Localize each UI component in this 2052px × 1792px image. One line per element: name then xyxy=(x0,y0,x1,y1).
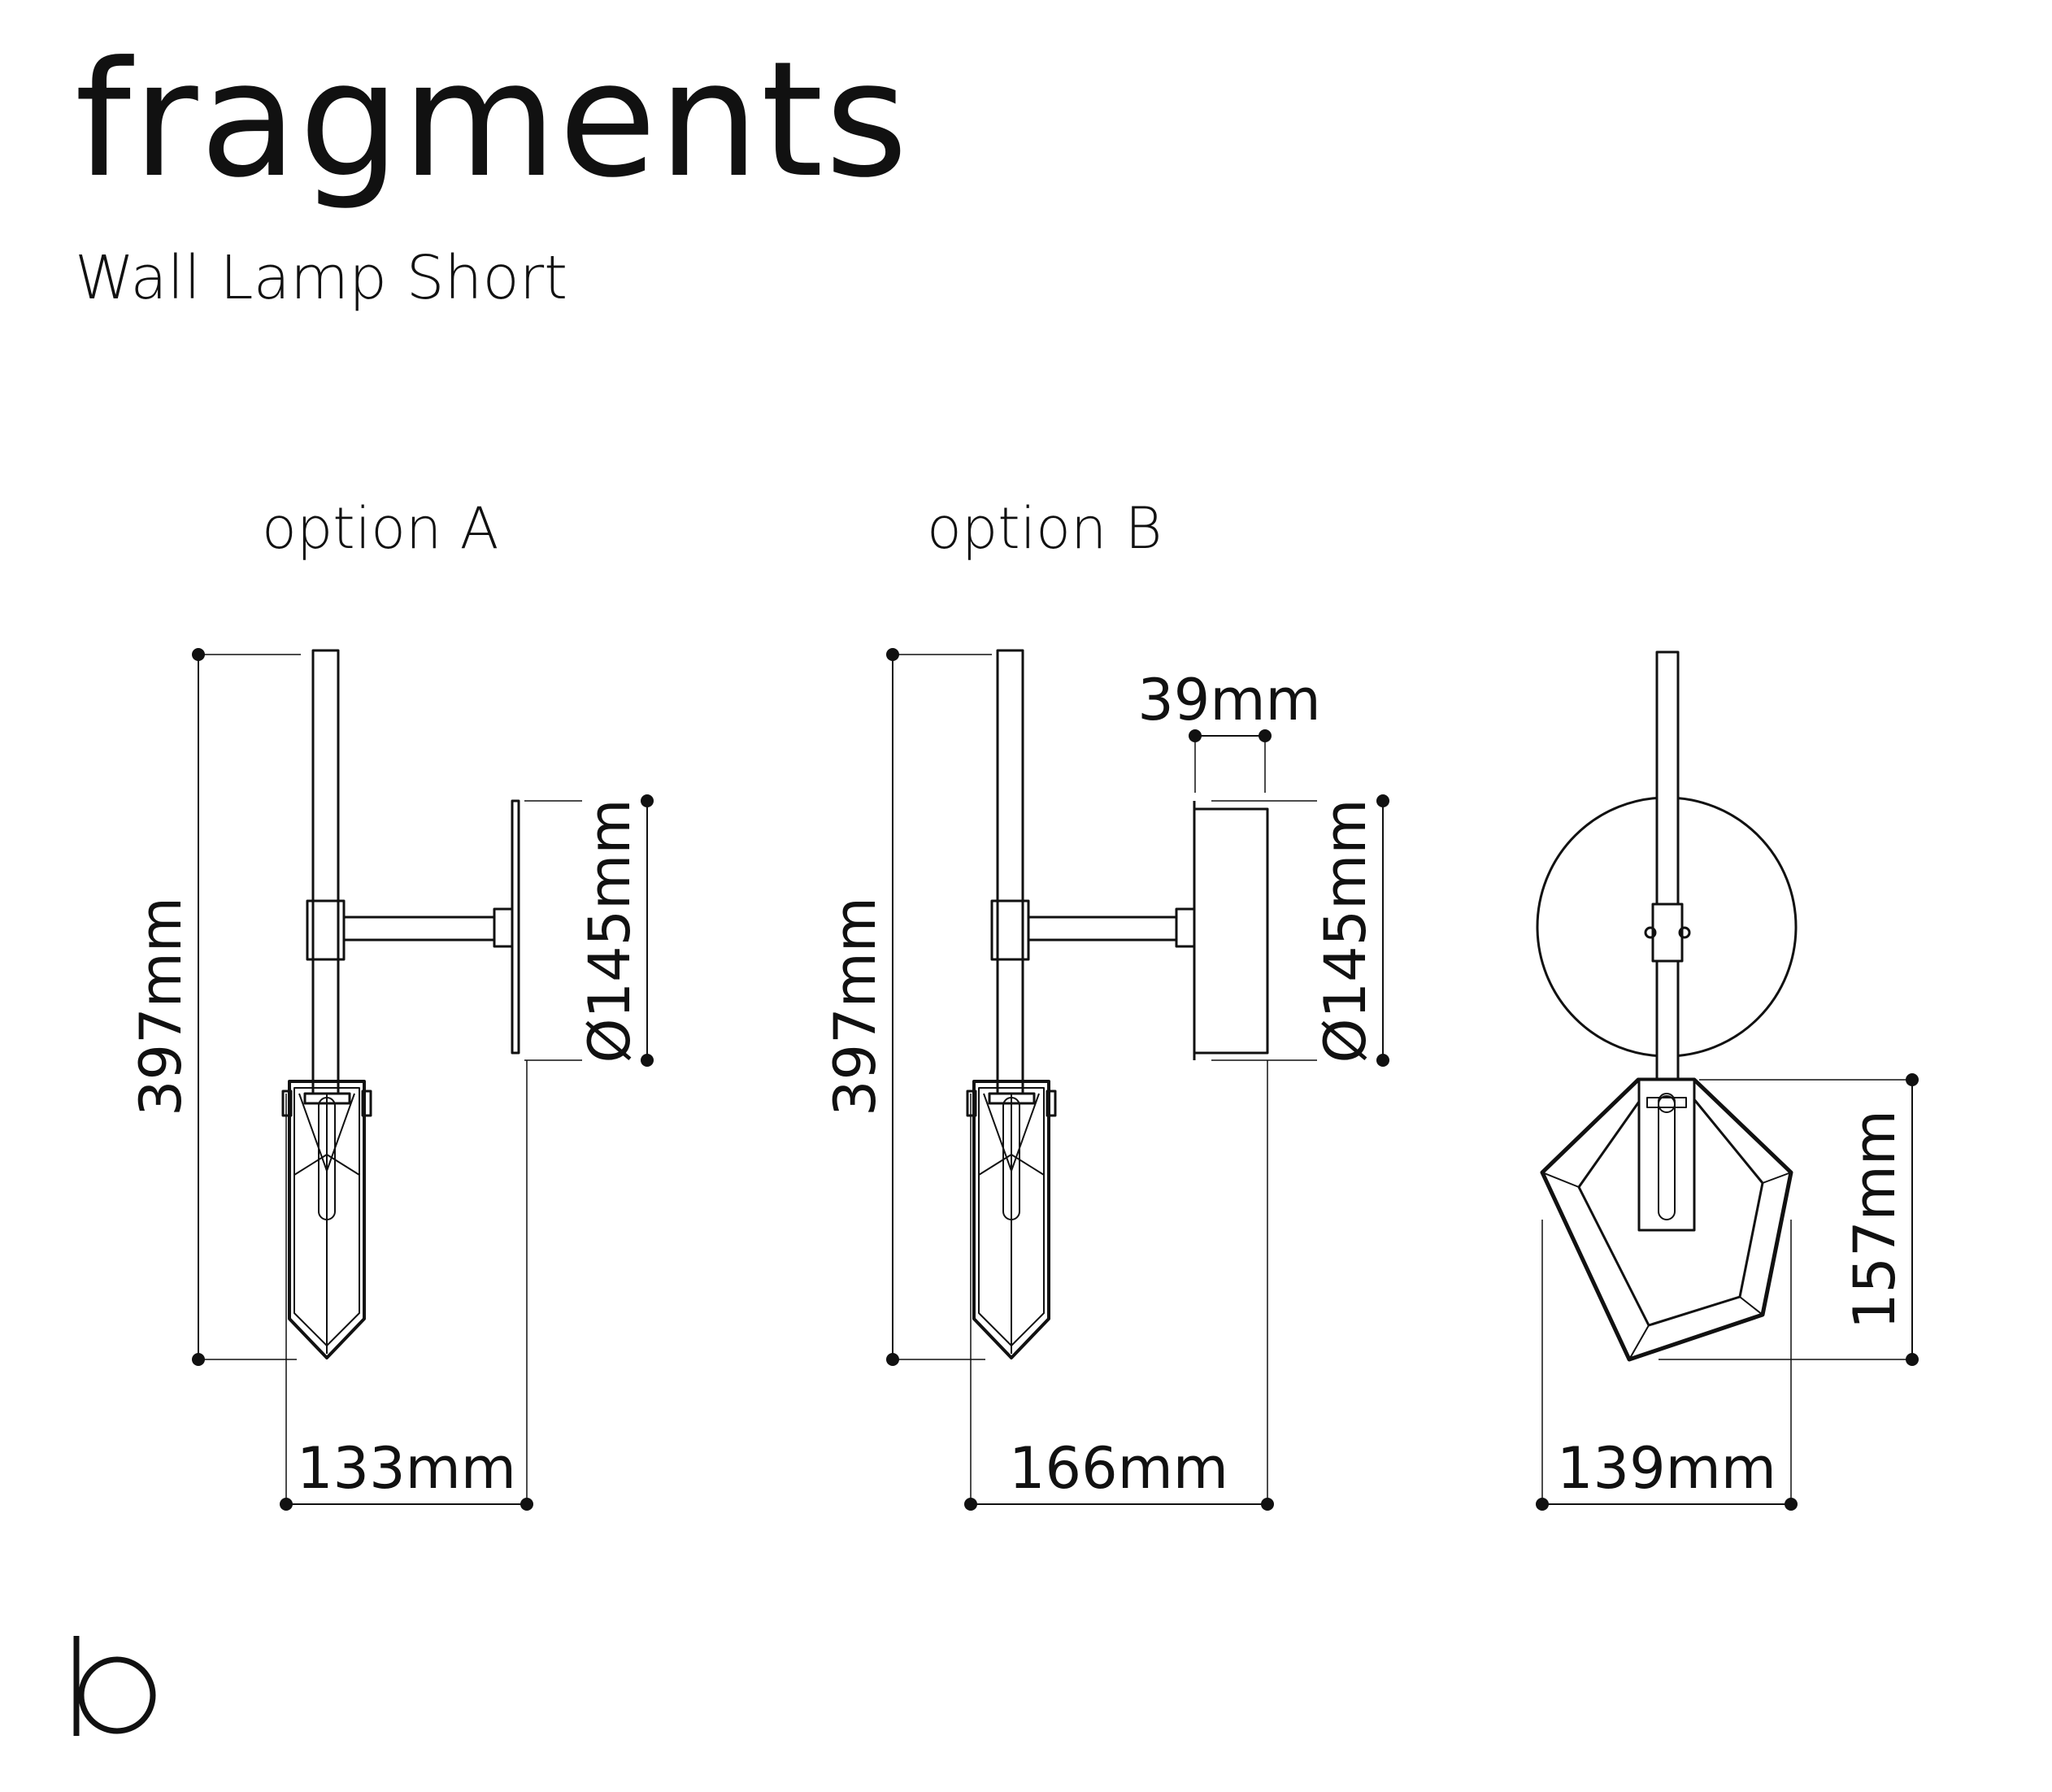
lamp-arm xyxy=(1027,916,1178,942)
option-b-drawing xyxy=(966,649,1269,1359)
wall-plate-box xyxy=(1193,807,1269,1055)
b-logo-icon xyxy=(73,1636,156,1736)
dim-a-plate: Ø145mm xyxy=(576,798,643,1063)
lamp-rod xyxy=(1655,650,1680,1093)
dim-front-height: 157mm xyxy=(1841,1110,1908,1329)
page-subtitle: Wall Lamp Short xyxy=(75,243,568,313)
option-a-drawing xyxy=(281,649,520,1359)
front-view-dimensions xyxy=(1541,1079,1913,1505)
option-b-dimensions xyxy=(892,654,1384,1505)
front-view-drawing xyxy=(1536,650,1798,1362)
dim-a-height: 397mm xyxy=(128,897,194,1116)
option-a-dimensions xyxy=(198,654,648,1505)
arm-joint xyxy=(493,907,514,948)
dim-b-height: 397mm xyxy=(822,897,889,1116)
dim-a-width: 133mm xyxy=(297,1435,516,1502)
dim-front-width: 139mm xyxy=(1557,1435,1776,1502)
front-view-dim-endpoints xyxy=(1536,1073,1919,1511)
crystal-shade xyxy=(281,1080,372,1359)
option-a-dim-endpoints xyxy=(192,648,654,1511)
page-title: fragments xyxy=(75,28,910,213)
option-b-dim-endpoints xyxy=(886,648,1389,1511)
option-a-label: option A xyxy=(262,495,499,562)
crystal-shade xyxy=(966,1080,1057,1359)
arm-joint xyxy=(1175,907,1196,948)
lamp-rod xyxy=(996,649,1024,1095)
dim-b-plate-depth: 39mm xyxy=(1137,667,1320,733)
lamp-rod xyxy=(311,649,340,1095)
dim-b-width: 166mm xyxy=(1009,1435,1228,1502)
lamp-arm xyxy=(342,916,496,942)
rod-collar xyxy=(1651,903,1684,963)
wall-plate xyxy=(511,799,520,1055)
crystal-shade-front xyxy=(1540,1077,1793,1362)
dim-b-plate: Ø145mm xyxy=(1312,798,1379,1063)
option-b-label: option B xyxy=(927,495,1163,562)
